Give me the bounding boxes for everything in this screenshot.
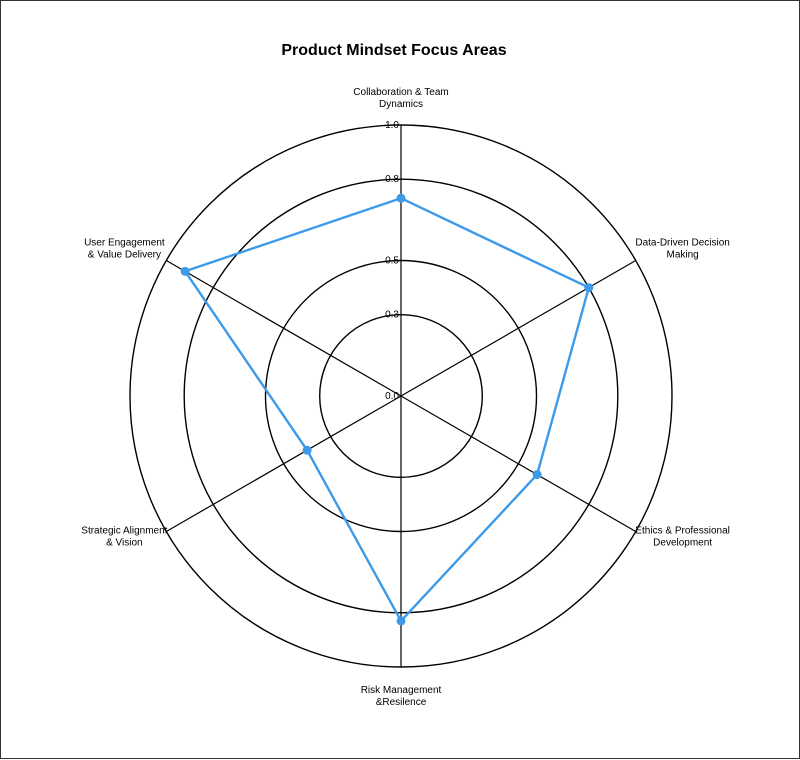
tick-label: 0.0 [385, 391, 399, 402]
tick-label: 0.8 [385, 174, 399, 185]
axis-label-line: Data-Driven Decision [635, 238, 729, 249]
tick-labels: 1.0 0.8 0.5 0.3 0.0 [385, 120, 399, 402]
axis-label: Strategic Alignment& Vision [81, 526, 167, 549]
data-point [396, 616, 406, 626]
axis-label-line: Dynamics [379, 99, 423, 110]
axis-spoke [166, 259, 402, 397]
radar-grid [129, 124, 673, 668]
axis-spoke [400, 395, 636, 533]
axis-label-line: User Engagement [84, 238, 165, 249]
chart-title: Product Mindset Focus Areas [281, 42, 506, 59]
axis-spoke [400, 259, 636, 397]
tick-label: 1.0 [385, 120, 399, 131]
axis-label-line: Strategic Alignment [81, 526, 167, 537]
axis-label-line: &Resilence [376, 697, 427, 708]
tick-label: 0.5 [385, 256, 399, 267]
tick-label: 0.3 [385, 310, 399, 321]
axis-spoke [166, 395, 402, 533]
axis-label: User Engagement& Value Delivery [84, 238, 165, 261]
axis-label-line: Ethics & Professional [635, 526, 730, 537]
axis-label-line: Making [666, 250, 698, 261]
data-point [396, 193, 406, 203]
axis-label-line: & Value Delivery [88, 250, 161, 261]
radar-series [180, 193, 594, 626]
data-point [532, 470, 542, 480]
axis-label-line: & Vision [106, 538, 143, 549]
data-point [302, 445, 312, 455]
axis-label-line: Collaboration & Team [353, 87, 448, 98]
axis-label: Risk Management&Resilence [361, 685, 442, 708]
data-point [180, 266, 190, 276]
axis-label-line: Development [653, 538, 712, 549]
axis-label-line: Risk Management [361, 685, 442, 696]
data-point [584, 283, 594, 293]
